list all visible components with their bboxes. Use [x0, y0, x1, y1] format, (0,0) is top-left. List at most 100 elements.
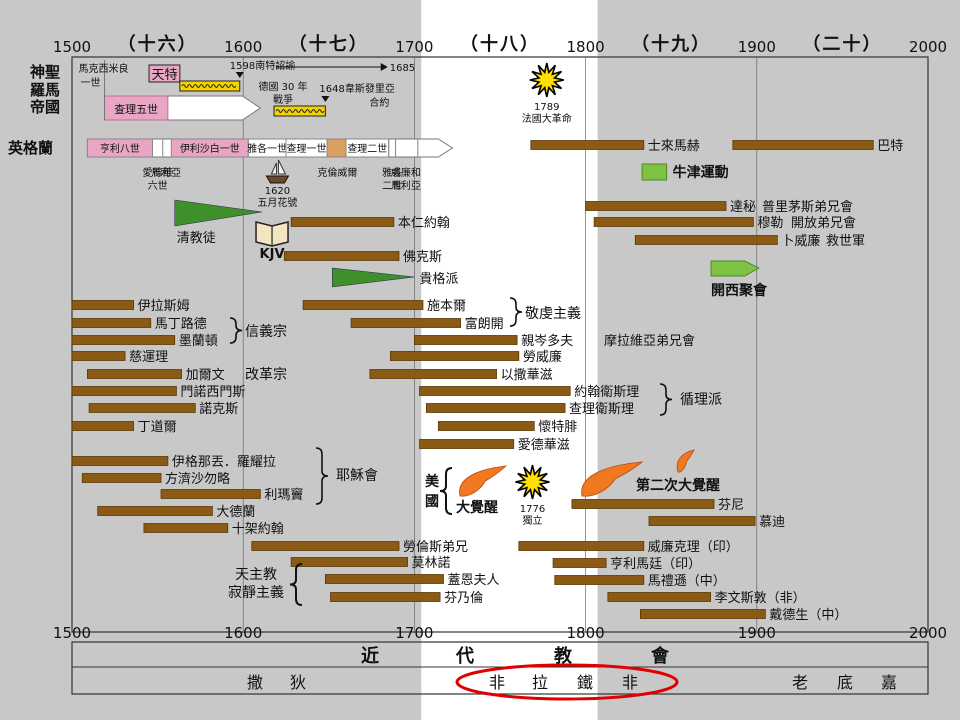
ruler-label-sub: 一世: [81, 77, 101, 89]
awakening-country-label: 美: [425, 473, 440, 490]
person-lifespan-bar: [324, 574, 444, 584]
person-name-label: 以撒華滋: [501, 367, 553, 383]
quaker-wedge: [331, 267, 415, 288]
person-lifespan-bar: [419, 386, 571, 396]
group-label: 普里茅斯弟兄會: [762, 200, 853, 215]
person-name-label: 亨利馬廷（印）: [610, 556, 701, 572]
person-lifespan-bar: [71, 456, 169, 466]
england-sub-label: 馬利亞: [151, 167, 181, 179]
movement-label: 貴格派: [419, 271, 458, 287]
person-name-label: 十架約翰: [232, 522, 284, 537]
person-name-label: 蓋恩夫人: [448, 573, 500, 588]
war-bar: [179, 80, 241, 92]
person-name-label: 李文斯敦（非）: [715, 590, 806, 606]
awakening-country-label: 國: [425, 494, 439, 510]
century-label: （十七）: [289, 33, 369, 55]
person-name-label: 穆勒: [757, 216, 783, 231]
x-tick-label-top: 1500: [53, 38, 91, 56]
person-lifespan-bar: [87, 369, 182, 379]
commonwealth-bar: [326, 138, 347, 158]
england-sub-label: 二世: [382, 180, 402, 192]
group-label: 信義宗: [245, 323, 287, 340]
era-label-char: 會: [651, 645, 670, 667]
revolution-label: 法國大革命: [522, 112, 572, 125]
person-lifespan-bar: [413, 335, 518, 345]
person-name-label: 施本爾: [427, 299, 466, 314]
group-brace: [509, 297, 523, 327]
x-tick-label-bottom: 1500: [53, 624, 91, 642]
x-tick-label-bottom: 1800: [567, 624, 605, 642]
person-name-label: 佛克斯: [403, 250, 442, 265]
person-name-label: 門諾西門斯: [180, 384, 245, 400]
church-age-char: 鐵: [577, 673, 593, 692]
person-name-label: 約翰衛斯理: [574, 385, 639, 400]
person-name-label: 方濟沙勿略: [165, 471, 230, 487]
person-lifespan-bar: [290, 557, 408, 567]
person-lifespan-bar: [571, 499, 715, 509]
england-sub-label: 六世: [148, 180, 168, 192]
person-lifespan-bar: [648, 516, 756, 526]
person-name-label: 馬禮遜（中）: [648, 574, 726, 589]
group-label: 循理派: [680, 392, 722, 408]
era-label-char: 教: [554, 645, 573, 667]
x-tick-label-bottom: 1700: [395, 624, 433, 642]
person-name-label: 芬尼: [718, 498, 744, 513]
person-lifespan-bar: [330, 592, 441, 602]
person-lifespan-bar: [290, 217, 395, 227]
church-age-char: 拉: [532, 673, 548, 692]
group-label: 開放弟兄會: [791, 216, 856, 231]
person-lifespan-bar: [71, 318, 152, 328]
person-name-label: 伊拉斯姆: [138, 299, 190, 314]
french-revolution-burst-icon: [529, 62, 564, 98]
x-tick-label-bottom: 2000: [909, 624, 947, 642]
person-name-label: 利瑪竇: [264, 488, 303, 503]
era-label-char: 近: [361, 645, 379, 667]
group-label: 耶穌會: [336, 468, 378, 484]
reign-label: 伊利沙白一世: [180, 142, 240, 155]
awakening-label: 大覺醒: [456, 499, 498, 516]
group-label: 寂靜主義: [228, 584, 284, 601]
reign-label: 查理二世: [347, 142, 387, 155]
row-label: 羅馬: [30, 81, 60, 99]
group-label: 改革宗: [245, 367, 287, 383]
event-label: 戰爭: [273, 93, 293, 106]
person-lifespan-bar: [634, 235, 778, 245]
group-label: 天主教: [235, 567, 277, 583]
x-tick-label-top: 1600: [224, 38, 262, 56]
person-name-label: 芬乃倫: [444, 591, 483, 606]
x-tick-label-bottom: 1900: [738, 624, 776, 642]
x-tick-label-top: 2000: [909, 38, 947, 56]
event-label: 1598南特詔諭: [230, 59, 295, 72]
person-name-label: 馬丁路德: [155, 316, 207, 332]
england-sub-label: 愛德華: [143, 166, 173, 179]
event-label: 合約: [369, 96, 389, 109]
awakening-flame-icon: [459, 465, 508, 497]
war-bar-wave: [275, 109, 325, 113]
event-label: 1685: [390, 63, 415, 74]
ruler-label: 馬克西米良: [79, 62, 129, 75]
group-brace: [315, 447, 329, 505]
x-tick-label-top: 1900: [738, 38, 776, 56]
person-name-label: 懷特腓: [538, 419, 577, 435]
council-tag-label: 天特: [151, 68, 177, 83]
ruler-label: 查理五世: [114, 102, 158, 116]
person-lifespan-bar: [71, 386, 177, 396]
event-marker-down: [321, 96, 330, 102]
council-tag-box: [148, 64, 181, 83]
person-name-label: 查理衛斯理: [569, 402, 634, 417]
highlight-oval: [455, 663, 679, 701]
person-name-label: 勞威廉: [523, 349, 562, 365]
era-label-char: 代: [455, 646, 474, 667]
england-sub-label: 雅各: [382, 166, 402, 179]
person-lifespan-bar: [81, 473, 162, 483]
person-name-label: 愛德華滋: [518, 438, 570, 453]
person-name-label: 慕迪: [759, 515, 785, 530]
person-lifespan-bar: [350, 318, 462, 328]
person-lifespan-bar: [552, 558, 607, 568]
person-name-label: 墨蘭頓: [179, 333, 218, 349]
event-label: 1648韋斯發里亞: [319, 82, 394, 95]
mayflower-sail-icon: [270, 159, 287, 175]
person-lifespan-bar: [88, 403, 196, 413]
person-lifespan-bar: [251, 541, 400, 551]
